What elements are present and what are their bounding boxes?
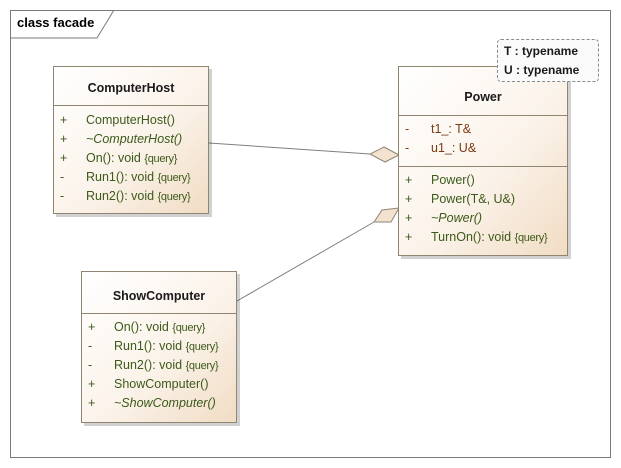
- visibility-marker: -: [88, 358, 93, 372]
- visibility-marker: +: [405, 192, 413, 206]
- attribute-signature: t1_: T&: [431, 122, 472, 136]
- visibility-marker: +: [405, 211, 413, 225]
- operation-signature: ~ComputerHost(): [86, 132, 183, 146]
- operation-signature: ShowComputer(): [114, 377, 209, 391]
- operation: + On(): void {query}: [54, 151, 208, 170]
- attribute: - t1_: T&: [399, 122, 567, 141]
- operation-signature: ComputerHost(): [86, 113, 175, 127]
- aggregation-diamond-showcomputer: [373, 207, 400, 223]
- operation: - Run1(): void {query}: [82, 339, 236, 358]
- operation-signature: On(): void {query}: [114, 320, 206, 334]
- operation-signature: ~ShowComputer(): [114, 396, 216, 410]
- operation-signature: Run1(): void {query}: [86, 170, 191, 184]
- class-name: ShowComputer: [112, 289, 206, 303]
- frame-title-tab: [10, 10, 115, 39]
- compartment-divider: [399, 166, 567, 167]
- operation: + Power(T&, U&): [399, 192, 567, 211]
- visibility-marker: -: [405, 122, 410, 136]
- operation: + Power(): [399, 173, 567, 192]
- operation: - Run2(): void {query}: [54, 189, 208, 208]
- compartment-divider: [82, 313, 236, 314]
- aggregation-diamond-computerhost: [368, 146, 401, 163]
- operation: + On(): void {query}: [82, 320, 236, 339]
- operation-signature: Power(): [431, 173, 475, 187]
- attribute-signature: u1_: U&: [431, 141, 477, 155]
- visibility-marker: -: [405, 141, 410, 155]
- class-name: ComputerHost: [87, 81, 175, 95]
- operation-signature: ~Power(): [431, 211, 483, 225]
- operation: + ~ShowComputer(): [82, 396, 236, 415]
- visibility-marker: +: [88, 377, 96, 391]
- operation-signature: Run2(): void {query}: [114, 358, 219, 372]
- aggregation-line-showcomputer: [236, 221, 375, 302]
- operation-signature: TurnOn(): void {query}: [431, 230, 548, 244]
- visibility-marker: +: [405, 230, 413, 244]
- operation: + ~ComputerHost(): [54, 132, 208, 151]
- operation: - Run1(): void {query}: [54, 170, 208, 189]
- template-parameter: U : typename: [504, 63, 580, 77]
- diagram-title: class facade: [17, 15, 95, 30]
- compartment-divider: [54, 105, 208, 106]
- compartment-divider: [399, 115, 567, 116]
- visibility-marker: -: [60, 170, 65, 184]
- operation: + ShowComputer(): [82, 377, 236, 396]
- class-name: Power: [464, 90, 502, 104]
- operation: - Run2(): void {query}: [82, 358, 236, 377]
- operation-signature: Run2(): void {query}: [86, 189, 191, 203]
- visibility-marker: +: [405, 173, 413, 187]
- template-parameter: T : typename: [504, 44, 579, 58]
- visibility-marker: +: [88, 320, 96, 334]
- visibility-marker: +: [88, 396, 96, 410]
- visibility-marker: +: [60, 113, 68, 127]
- visibility-marker: +: [60, 132, 68, 146]
- visibility-marker: -: [60, 189, 65, 203]
- aggregation-line-computerhost: [208, 142, 371, 155]
- operation-signature: On(): void {query}: [86, 151, 178, 165]
- class-computerhost[interactable]: ComputerHost + ComputerHost() + ~Compute…: [53, 66, 209, 214]
- attribute: - u1_: U&: [399, 141, 567, 160]
- operation: + ComputerHost(): [54, 113, 208, 132]
- operation-signature: Power(T&, U&): [431, 192, 516, 206]
- operation-signature: Run1(): void {query}: [114, 339, 219, 353]
- operation: + ~Power(): [399, 211, 567, 230]
- visibility-marker: +: [60, 151, 68, 165]
- visibility-marker: -: [88, 339, 93, 353]
- template-parameters: T : typename U : typename: [497, 39, 599, 82]
- operation: + TurnOn(): void {query}: [399, 230, 567, 249]
- class-showcomputer[interactable]: ShowComputer + On(): void {query} - Run1…: [81, 271, 237, 423]
- class-power[interactable]: Power - t1_: T& - u1_: U& + Power() + Po…: [398, 66, 568, 256]
